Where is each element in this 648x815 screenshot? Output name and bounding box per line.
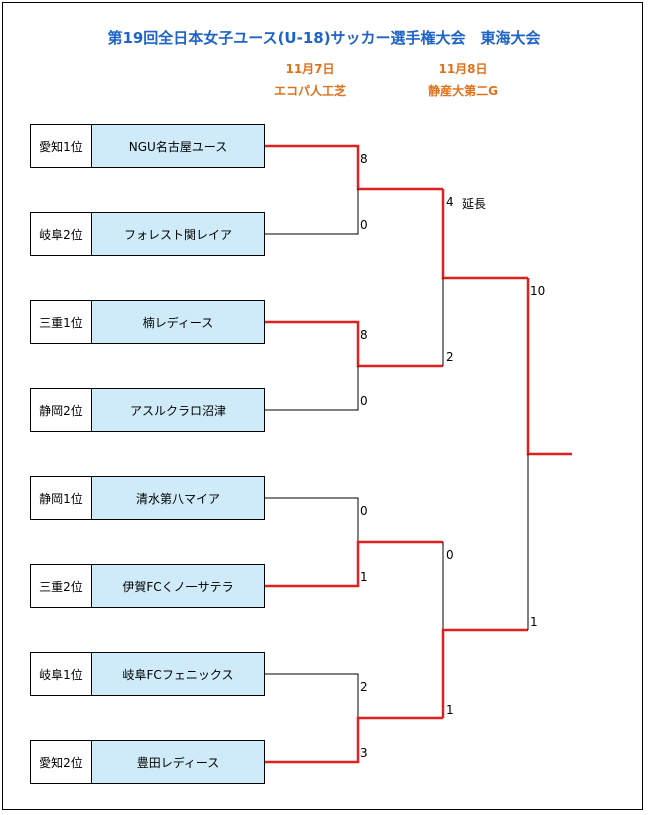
bracket-line-loser (265, 497, 359, 542)
bracket-line-loser (265, 673, 359, 718)
team-rank: 三重2位 (30, 564, 92, 608)
score-label: 8 (360, 152, 368, 166)
team-rank: 岐阜1位 (30, 652, 92, 696)
team-name: 岐阜FCフェニックス (91, 652, 265, 696)
team-name: 清水第八マイア (91, 476, 265, 520)
score-label: 10 (530, 284, 546, 298)
team-name: NGU名古屋ユース (91, 124, 265, 168)
team-rank: 静岡2位 (30, 388, 92, 432)
round1-venue: エコパ人工芝 (273, 84, 346, 98)
team-rank: 愛知1位 (30, 124, 92, 168)
bracket-line-winner (265, 716, 443, 764)
score-label: 1 (360, 570, 368, 584)
team-rank: 愛知2位 (30, 740, 92, 784)
team-name: 楠レディース (91, 300, 265, 344)
team-name: アスルクラロ沼津 (91, 388, 265, 432)
score-label: 3 (360, 746, 368, 760)
team-rank: 岐阜2位 (30, 212, 92, 256)
score-label: 0 (360, 218, 368, 232)
bracket-line-loser (265, 189, 359, 235)
team-name: 豊田レディース (91, 740, 265, 784)
bracket-line-loser (265, 366, 359, 411)
page-title: 第19回全日本女子ユース(U-18)サッカー選手権大会 東海大会 (107, 29, 541, 47)
round2-date: 11月8日 (438, 62, 488, 76)
team-name: 伊賀FCくノ一サテラ (91, 564, 265, 608)
team-rank: 三重1位 (30, 300, 92, 344)
bracket-line-winner (265, 320, 443, 368)
bracket-line-winner (265, 540, 443, 588)
score-label: 0 (360, 504, 368, 518)
score-label: 4 (446, 195, 454, 209)
score-label: 1 (446, 703, 454, 717)
bracket-line-winner (265, 144, 443, 191)
round2-venue: 静産大第二G (428, 84, 498, 98)
bracket-line-winner (526, 278, 572, 456)
score-label: 1 (530, 615, 538, 629)
bracket-line-winner (441, 628, 528, 718)
score-label: 8 (360, 328, 368, 342)
extra-time-note: 延長 (462, 197, 487, 211)
score-label: 0 (446, 548, 454, 562)
score-label: 2 (446, 350, 454, 364)
team-name: フォレスト関レイア (91, 212, 265, 256)
score-label: 0 (360, 394, 368, 408)
round1-date: 11月7日 (285, 62, 335, 76)
score-label: 2 (360, 680, 368, 694)
